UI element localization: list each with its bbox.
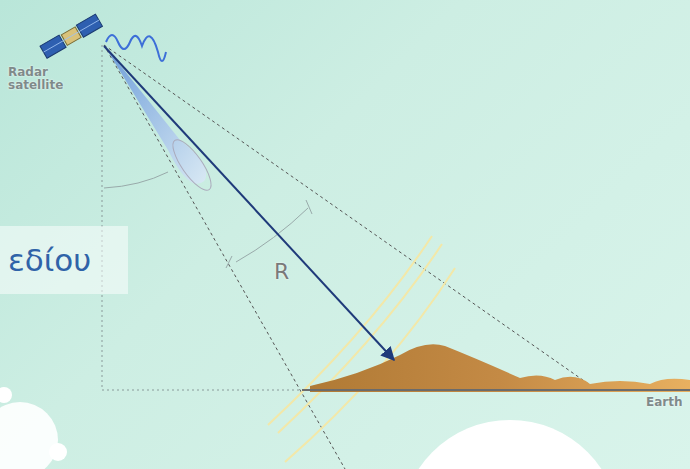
ground-line (302, 389, 690, 391)
reference-lines (102, 45, 305, 390)
antenna-beam (104, 45, 206, 184)
beam-edges (104, 45, 600, 469)
angle-arcs (104, 172, 312, 268)
decor-circle (400, 420, 620, 469)
range-label: R (274, 260, 289, 284)
ground-highlight (302, 390, 690, 391)
earth-label: Earth (646, 396, 683, 409)
satellite-label: Radar satellite (8, 66, 80, 92)
decor-blob (0, 402, 58, 469)
beam-footprint (167, 135, 218, 196)
decor-blob (0, 387, 12, 403)
label-panel: εδίου (0, 226, 128, 294)
terrain (310, 344, 690, 392)
range-vector (104, 46, 394, 360)
panel-title: εδίου (0, 242, 91, 278)
satellite-icon (40, 14, 102, 58)
decor-blob (49, 443, 67, 461)
